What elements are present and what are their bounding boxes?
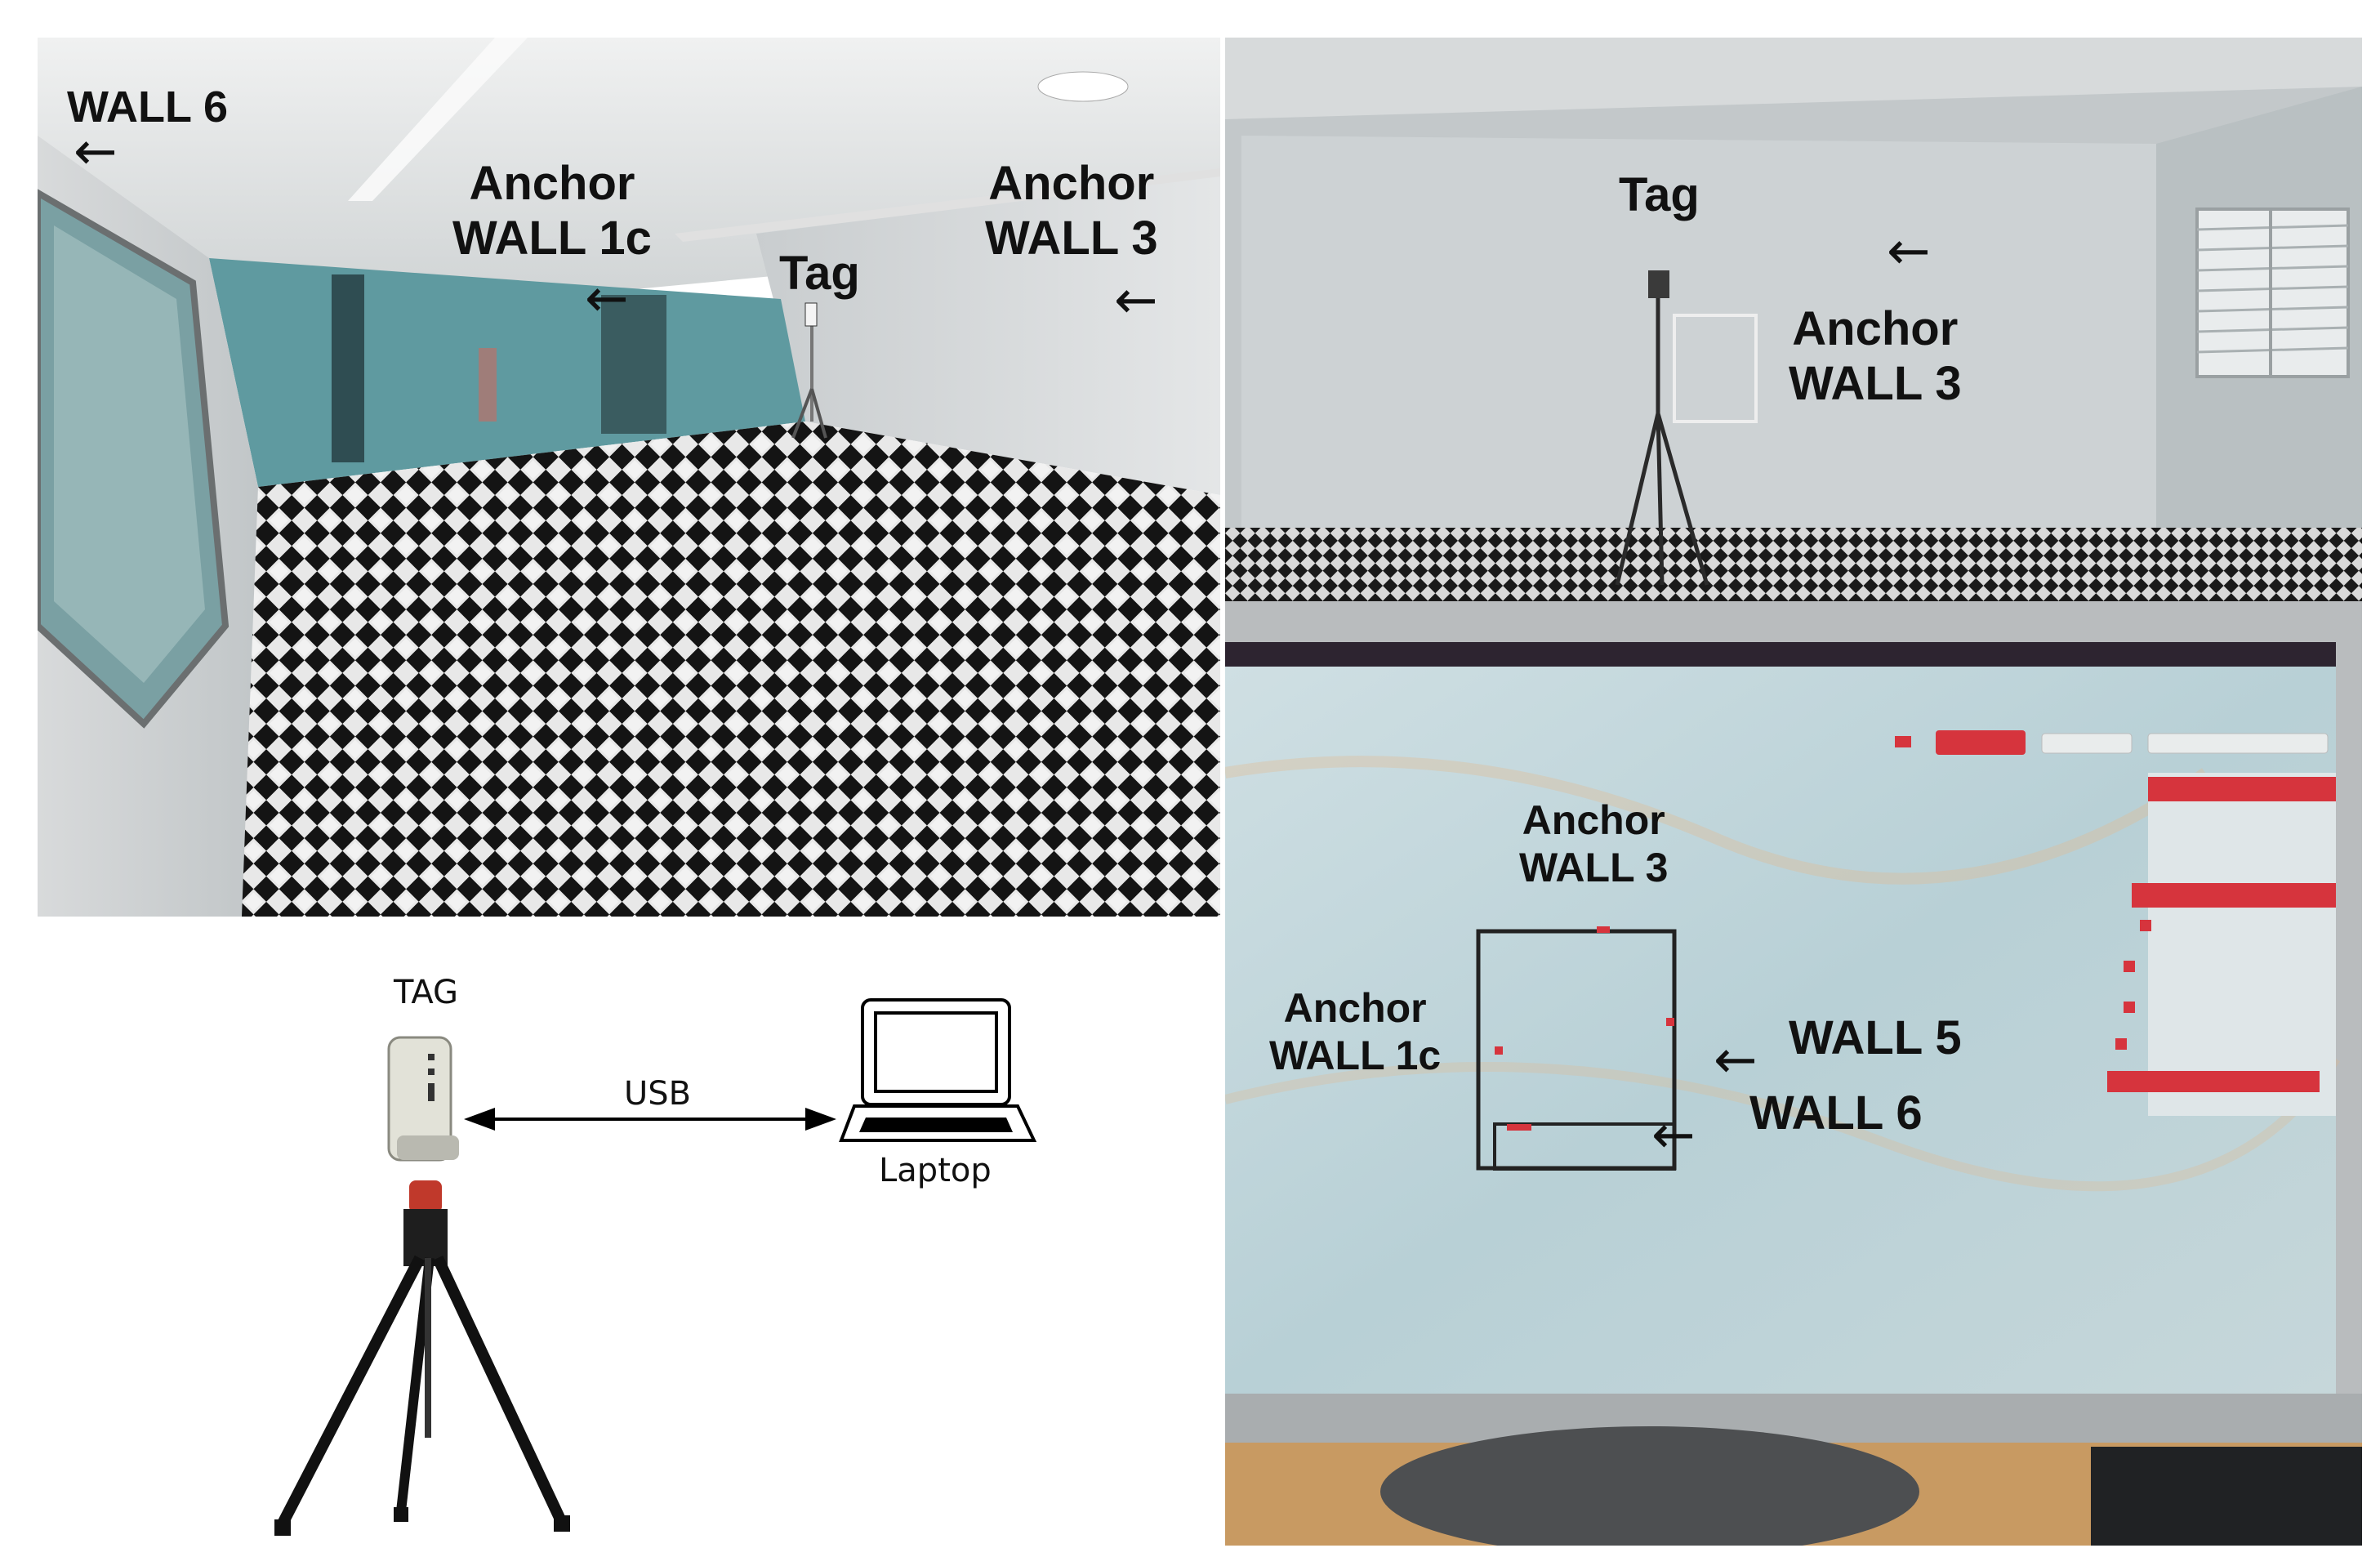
label-tag-diagram: TAG — [394, 974, 458, 1011]
setup-diagram: TAG USB Laptop — [38, 931, 1220, 1552]
usb-arrow-icon — [464, 1108, 836, 1131]
room-right-scene — [1225, 38, 2362, 1546]
arrow-left-icon: ← — [1887, 221, 1931, 282]
label-laptop: Laptop — [879, 1152, 992, 1189]
back-wall — [1241, 136, 2156, 528]
tag-device-icon — [387, 1036, 459, 1162]
ui-side-panel — [2148, 773, 2336, 1116]
checkerboard-floor — [1225, 528, 2362, 609]
ui-menu-icon — [1895, 736, 1911, 747]
right-wall — [756, 176, 1220, 495]
wall-sign — [479, 348, 497, 422]
doorway — [601, 295, 666, 434]
window-blinds — [2195, 207, 2350, 378]
label-anchor-wall3-right: Anchor WALL 3 — [1789, 302, 1962, 410]
ceiling-rail — [675, 168, 1220, 242]
doorway — [332, 274, 364, 462]
keyboard — [2091, 1447, 2362, 1546]
whiteboard — [1673, 314, 1758, 423]
label-anchor-wall1c-left: Anchor WALL 1c — [452, 157, 652, 265]
laptop-keyboard — [859, 1118, 1013, 1132]
tripod-icon — [274, 1180, 570, 1536]
label-anchor-wall3-left: Anchor WALL 3 — [985, 157, 1158, 265]
label-usb: USB — [624, 1075, 692, 1113]
tag-device — [804, 302, 818, 327]
ceiling — [1225, 38, 2362, 119]
setup-diagram-graphics — [274, 998, 1037, 1536]
ceiling-light — [348, 38, 528, 201]
label-wall6-monitor: WALL 6 — [1749, 1086, 1923, 1140]
screen-topbar — [1225, 642, 2336, 667]
arrow-left-icon: ← — [1114, 270, 1158, 331]
label-anchor-wall3-monitor: Anchor WALL 3 — [1519, 797, 1669, 890]
label-wall5-monitor: WALL 5 — [1789, 1011, 1962, 1064]
ui-red-button — [1936, 730, 2026, 755]
room-left-scene — [38, 38, 1220, 917]
tripod — [1615, 291, 1709, 586]
label-tag-left: Tag — [779, 247, 860, 300]
room-photo-left: WALL 6 ← Anchor WALL 1c ← Tag Anchor WAL… — [38, 38, 1220, 917]
tag-device — [1648, 270, 1669, 298]
arrow-left-icon: ← — [74, 122, 118, 182]
arrow-left-icon: ← — [1714, 1030, 1758, 1091]
laptop-icon — [839, 998, 1037, 1142]
arrow-left-icon: ← — [585, 269, 629, 329]
room-photo-right: Tag ← Anchor WALL 3 Anchor WALL 3 Anchor… — [1225, 38, 2362, 1546]
monitor-chin — [1225, 1394, 2362, 1443]
monitor-stand — [1380, 1426, 1919, 1546]
arrow-left-icon: ← — [1651, 1105, 1696, 1166]
label-wall6-left: WALL 6 — [67, 83, 229, 132]
label-anchor-wall1c-monitor: Anchor WALL 1c — [1269, 985, 1442, 1078]
ceiling-lamp — [1037, 71, 1129, 102]
checkerboard-floor — [242, 422, 1220, 917]
label-tag-right: Tag — [1619, 168, 1700, 221]
